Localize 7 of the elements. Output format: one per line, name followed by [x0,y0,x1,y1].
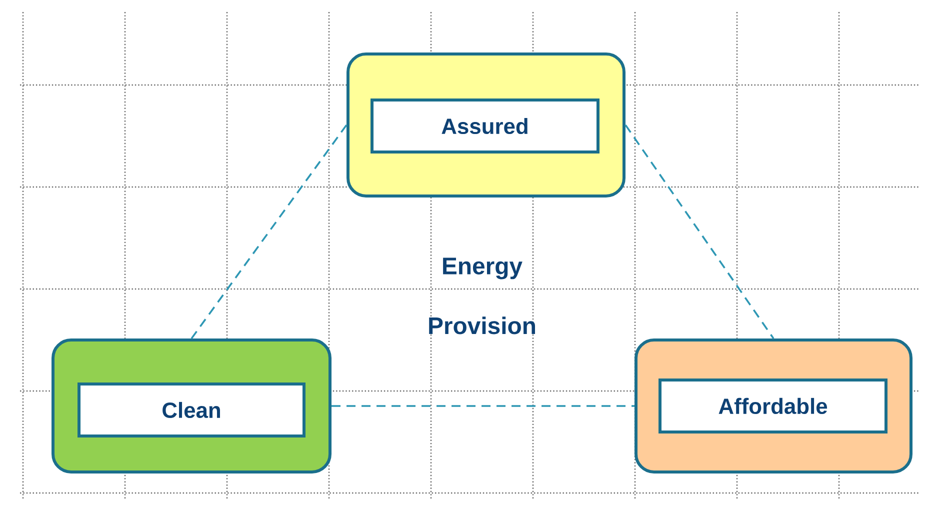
label-box: Assured [370,98,600,154]
dashed-line [332,405,634,407]
dashed-line [624,124,774,339]
label-box: Affordable [658,378,888,434]
dashed-line [190,124,348,340]
center-label: Energy Provision [429,258,535,334]
label-box: Clean [78,382,306,438]
